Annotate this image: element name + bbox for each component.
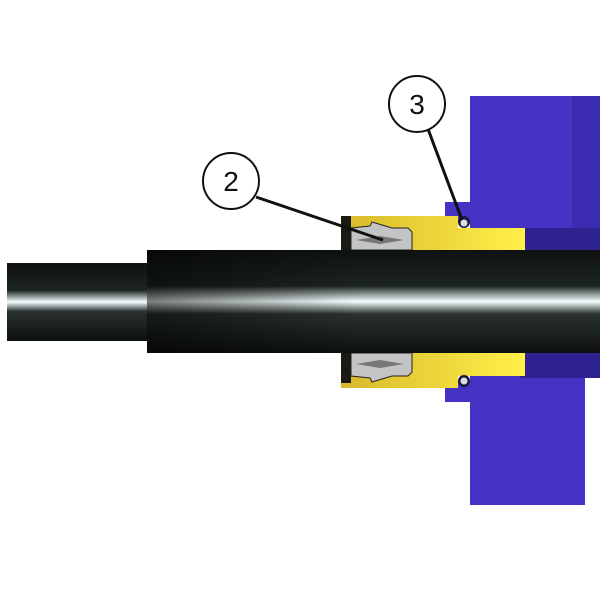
callout-3-label: 3 — [409, 89, 425, 120]
callout-3: 3 — [388, 75, 464, 221]
piston-rod — [7, 250, 600, 353]
callout-2-label: 2 — [223, 166, 239, 197]
rod-seal — [350, 221, 413, 383]
callout-2: 2 — [202, 152, 384, 242]
